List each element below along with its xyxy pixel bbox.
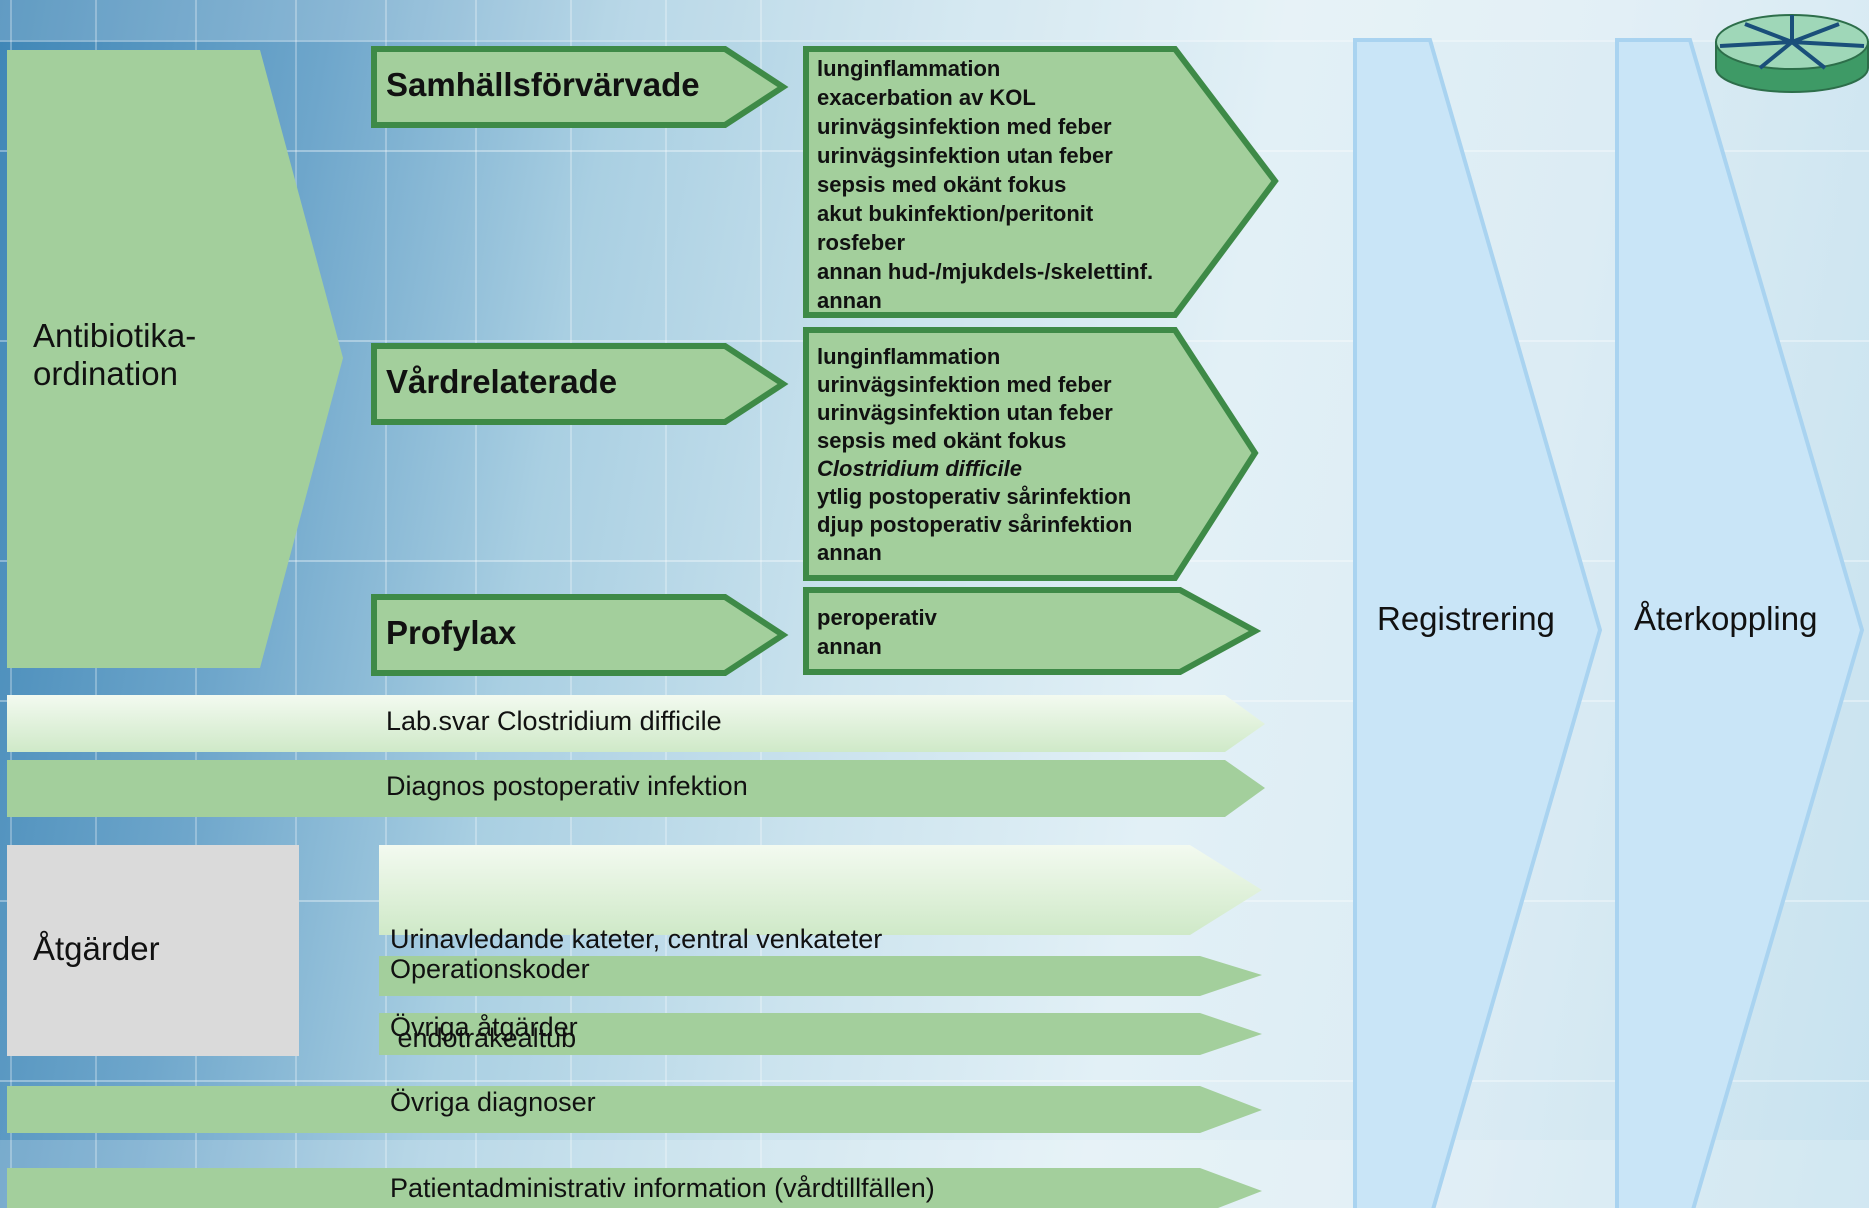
samhall-list-arrow [803, 46, 1279, 318]
lab-row-arrow [7, 695, 1265, 752]
operationskoder-row-arrow [379, 956, 1262, 996]
list-item: annan hud-/mjukdels-/skelettinf. [817, 259, 1154, 284]
profylax-label: Profylax [386, 614, 517, 651]
database-disk-icon [1715, 14, 1869, 93]
registrering-label: Registrering [1377, 600, 1555, 637]
ovriga-diagnoser-label: Övriga diagnoser [390, 1087, 596, 1117]
antibiotika-label-line1: Antibiotika- [33, 317, 197, 354]
kateter-label: Urinavledande kateter, central venkatete… [390, 857, 882, 1121]
vard-items: lunginflammation urinvägsinfektion med f… [817, 343, 1132, 567]
list-item: djup postoperativ sårinfektion [817, 512, 1133, 537]
bg-band [0, 0, 1869, 40]
ovriga-atgarder-row-arrow [379, 1013, 1262, 1055]
list-item: sepsis med okänt fokus [817, 172, 1067, 197]
list-item: urinvägsinfektion med feber [817, 114, 1112, 139]
list-item: annan [817, 634, 882, 659]
profylax-chevron [371, 594, 789, 676]
list-item: annan [817, 288, 882, 313]
list-item: urinvägsinfektion med feber [817, 372, 1112, 397]
diagnos-label: Diagnos postoperativ infektion [386, 771, 748, 801]
list-item: sepsis med okänt fokus [817, 428, 1067, 453]
vard-list-arrow [803, 327, 1259, 581]
atgarder-box [7, 845, 299, 1056]
list-item: peroperativ [817, 605, 937, 630]
samhall-items: lunginflammation exacerbation av KOL uri… [817, 54, 1153, 315]
list-item: akut bukinfektion/peritonit [817, 201, 1094, 226]
aterkoppling-chevron [1615, 38, 1865, 1208]
kateter-label-line1: Urinavledande kateter, central venkatete… [390, 924, 883, 954]
list-item: rosfeber [817, 230, 906, 255]
patientadmin-label: Patientadministrativ information (vårdti… [390, 1173, 935, 1203]
ovriga-atgarder-label: Övriga åtgärder [390, 1012, 578, 1042]
kateter-label-line2: endotrakealtub [390, 1023, 577, 1053]
list-item: annan [817, 540, 882, 565]
aterkoppling-label: Återkoppling [1634, 600, 1818, 637]
vard-label: Vårdrelaterade [386, 363, 618, 400]
list-item: lunginflammation [817, 344, 1001, 369]
list-item: ytlig postoperativ sårinfektion [817, 484, 1132, 509]
samhall-chevron [371, 46, 789, 128]
list-item: urinvägsinfektion utan feber [817, 143, 1113, 168]
patientadmin-row-arrow [7, 1168, 1262, 1208]
list-item: exacerbation av KOL [817, 85, 1036, 110]
antibiotika-label: Antibiotika- ordination [33, 317, 196, 393]
list-item: Clostridium difficile [817, 456, 1022, 481]
diagnos-row-arrow [7, 760, 1265, 817]
antibiotika-label-line2: ordination [33, 355, 178, 392]
lab-label: Lab.svar Clostridium difficile [386, 706, 722, 736]
list-item: lunginflammation [817, 56, 1001, 81]
profylax-items: peroperativ annan [817, 603, 937, 661]
atgarder-label: Åtgärder [33, 930, 160, 967]
profylax-list-arrow [803, 587, 1262, 675]
vard-chevron [371, 343, 789, 425]
ovriga-diagnoser-row-arrow [7, 1086, 1262, 1133]
operationskoder-label: Operationskoder [390, 954, 590, 984]
antibiotika-arrow [7, 50, 343, 668]
kateter-row-arrow [379, 845, 1262, 935]
list-item: urinvägsinfektion utan feber [817, 400, 1113, 425]
samhall-label: Samhällsförvärvade [386, 66, 700, 103]
registrering-chevron [1353, 38, 1603, 1208]
